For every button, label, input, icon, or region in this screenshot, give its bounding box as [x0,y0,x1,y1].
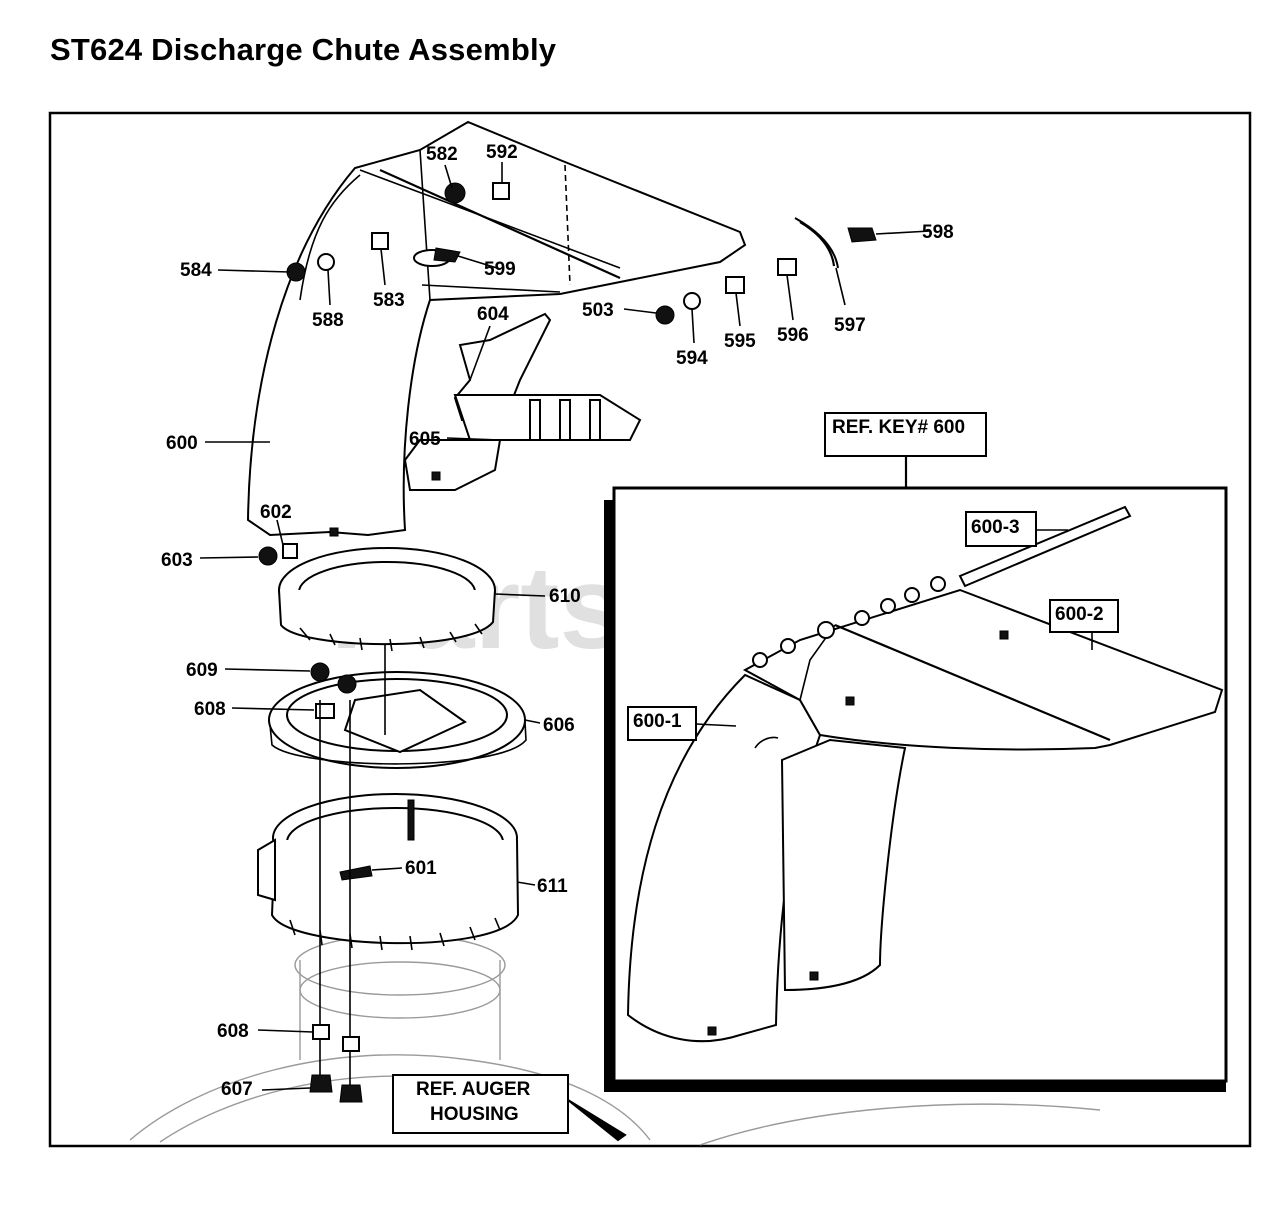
callout-599: 599 [484,259,516,280]
callout-labels: 582 592 598 584 599 588 583 503 604 594 … [161,142,954,1100]
ring-611 [257,793,520,951]
ref-auger-housing: REF. AUGER HOUSING [392,1074,627,1142]
top-hardware [286,182,877,325]
callout-588: 588 [312,310,344,331]
bottom-bolts [309,645,386,1103]
callout-602: 602 [260,502,292,523]
callout-582: 582 [426,144,458,165]
inset-callout-600-2: 600-2 [1055,604,1104,625]
callout-611: 611 [537,876,568,897]
ref-auger-line1: REF. AUGER [416,1079,531,1100]
callout-608-upper: 608 [194,699,226,720]
inset-ref-key-600: REF. KEY# 600 600-3 600-2 600-1 [604,412,1228,1092]
callout-604: 604 [477,304,509,325]
callout-597: 597 [834,315,866,336]
callout-503: 503 [582,300,614,321]
callout-596: 596 [777,325,809,346]
leader-lines [199,162,931,1091]
callout-584: 584 [180,260,212,281]
page-title: ST624 Discharge Chute Assembly [50,32,557,67]
callout-610: 610 [549,586,581,607]
inset-callout-600-1: 600-1 [633,711,682,732]
callout-605: 605 [409,429,441,450]
callout-601: 601 [405,858,437,879]
callout-598: 598 [922,222,954,243]
callout-607: 607 [221,1079,253,1100]
callout-606: 606 [543,715,575,736]
ring-610 [278,547,496,652]
diagram-frame [48,111,1252,1148]
inset-ref-label: REF. KEY# 600 [832,417,965,438]
callout-603: 603 [161,550,193,571]
plate-606 [268,662,527,769]
callout-608-lower: 608 [217,1021,249,1042]
inset-ref-label-box [824,412,987,457]
callout-595: 595 [724,331,756,352]
callout-609: 609 [186,660,218,681]
callout-583: 583 [373,290,405,311]
ref-auger-line2: HOUSING [430,1104,519,1125]
base-hardware [258,527,339,566]
inset-callout-600-3: 600-3 [971,517,1020,538]
callout-592: 592 [486,142,518,163]
deflector-bracket [403,312,642,491]
callout-600: 600 [166,433,198,454]
callout-594: 594 [676,348,708,369]
